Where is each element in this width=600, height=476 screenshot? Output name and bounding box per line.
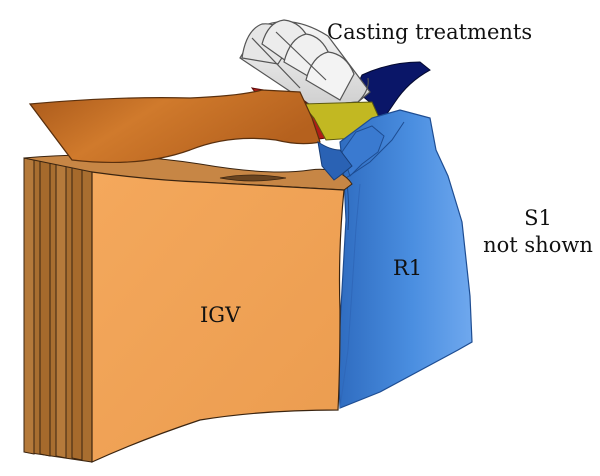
casting-treatments	[239, 19, 371, 107]
orange-endwall	[28, 89, 321, 164]
navy-casing-piece	[354, 61, 431, 126]
r1-label: R1	[393, 256, 423, 280]
s1-not-shown-label: S1 not shown	[478, 205, 598, 259]
igv-label: IGV	[200, 303, 241, 327]
igv-top-slot	[219, 174, 287, 182]
not-shown-label: not shown	[483, 233, 593, 257]
igv-vane-stack	[23, 157, 93, 463]
casting-treatments-label: Casting treatments	[327, 20, 533, 44]
rotor-r1-blade	[337, 109, 473, 409]
igv-vane-face	[91, 171, 345, 463]
blade-root-detail	[317, 140, 353, 181]
s1-label: S1	[524, 206, 552, 230]
